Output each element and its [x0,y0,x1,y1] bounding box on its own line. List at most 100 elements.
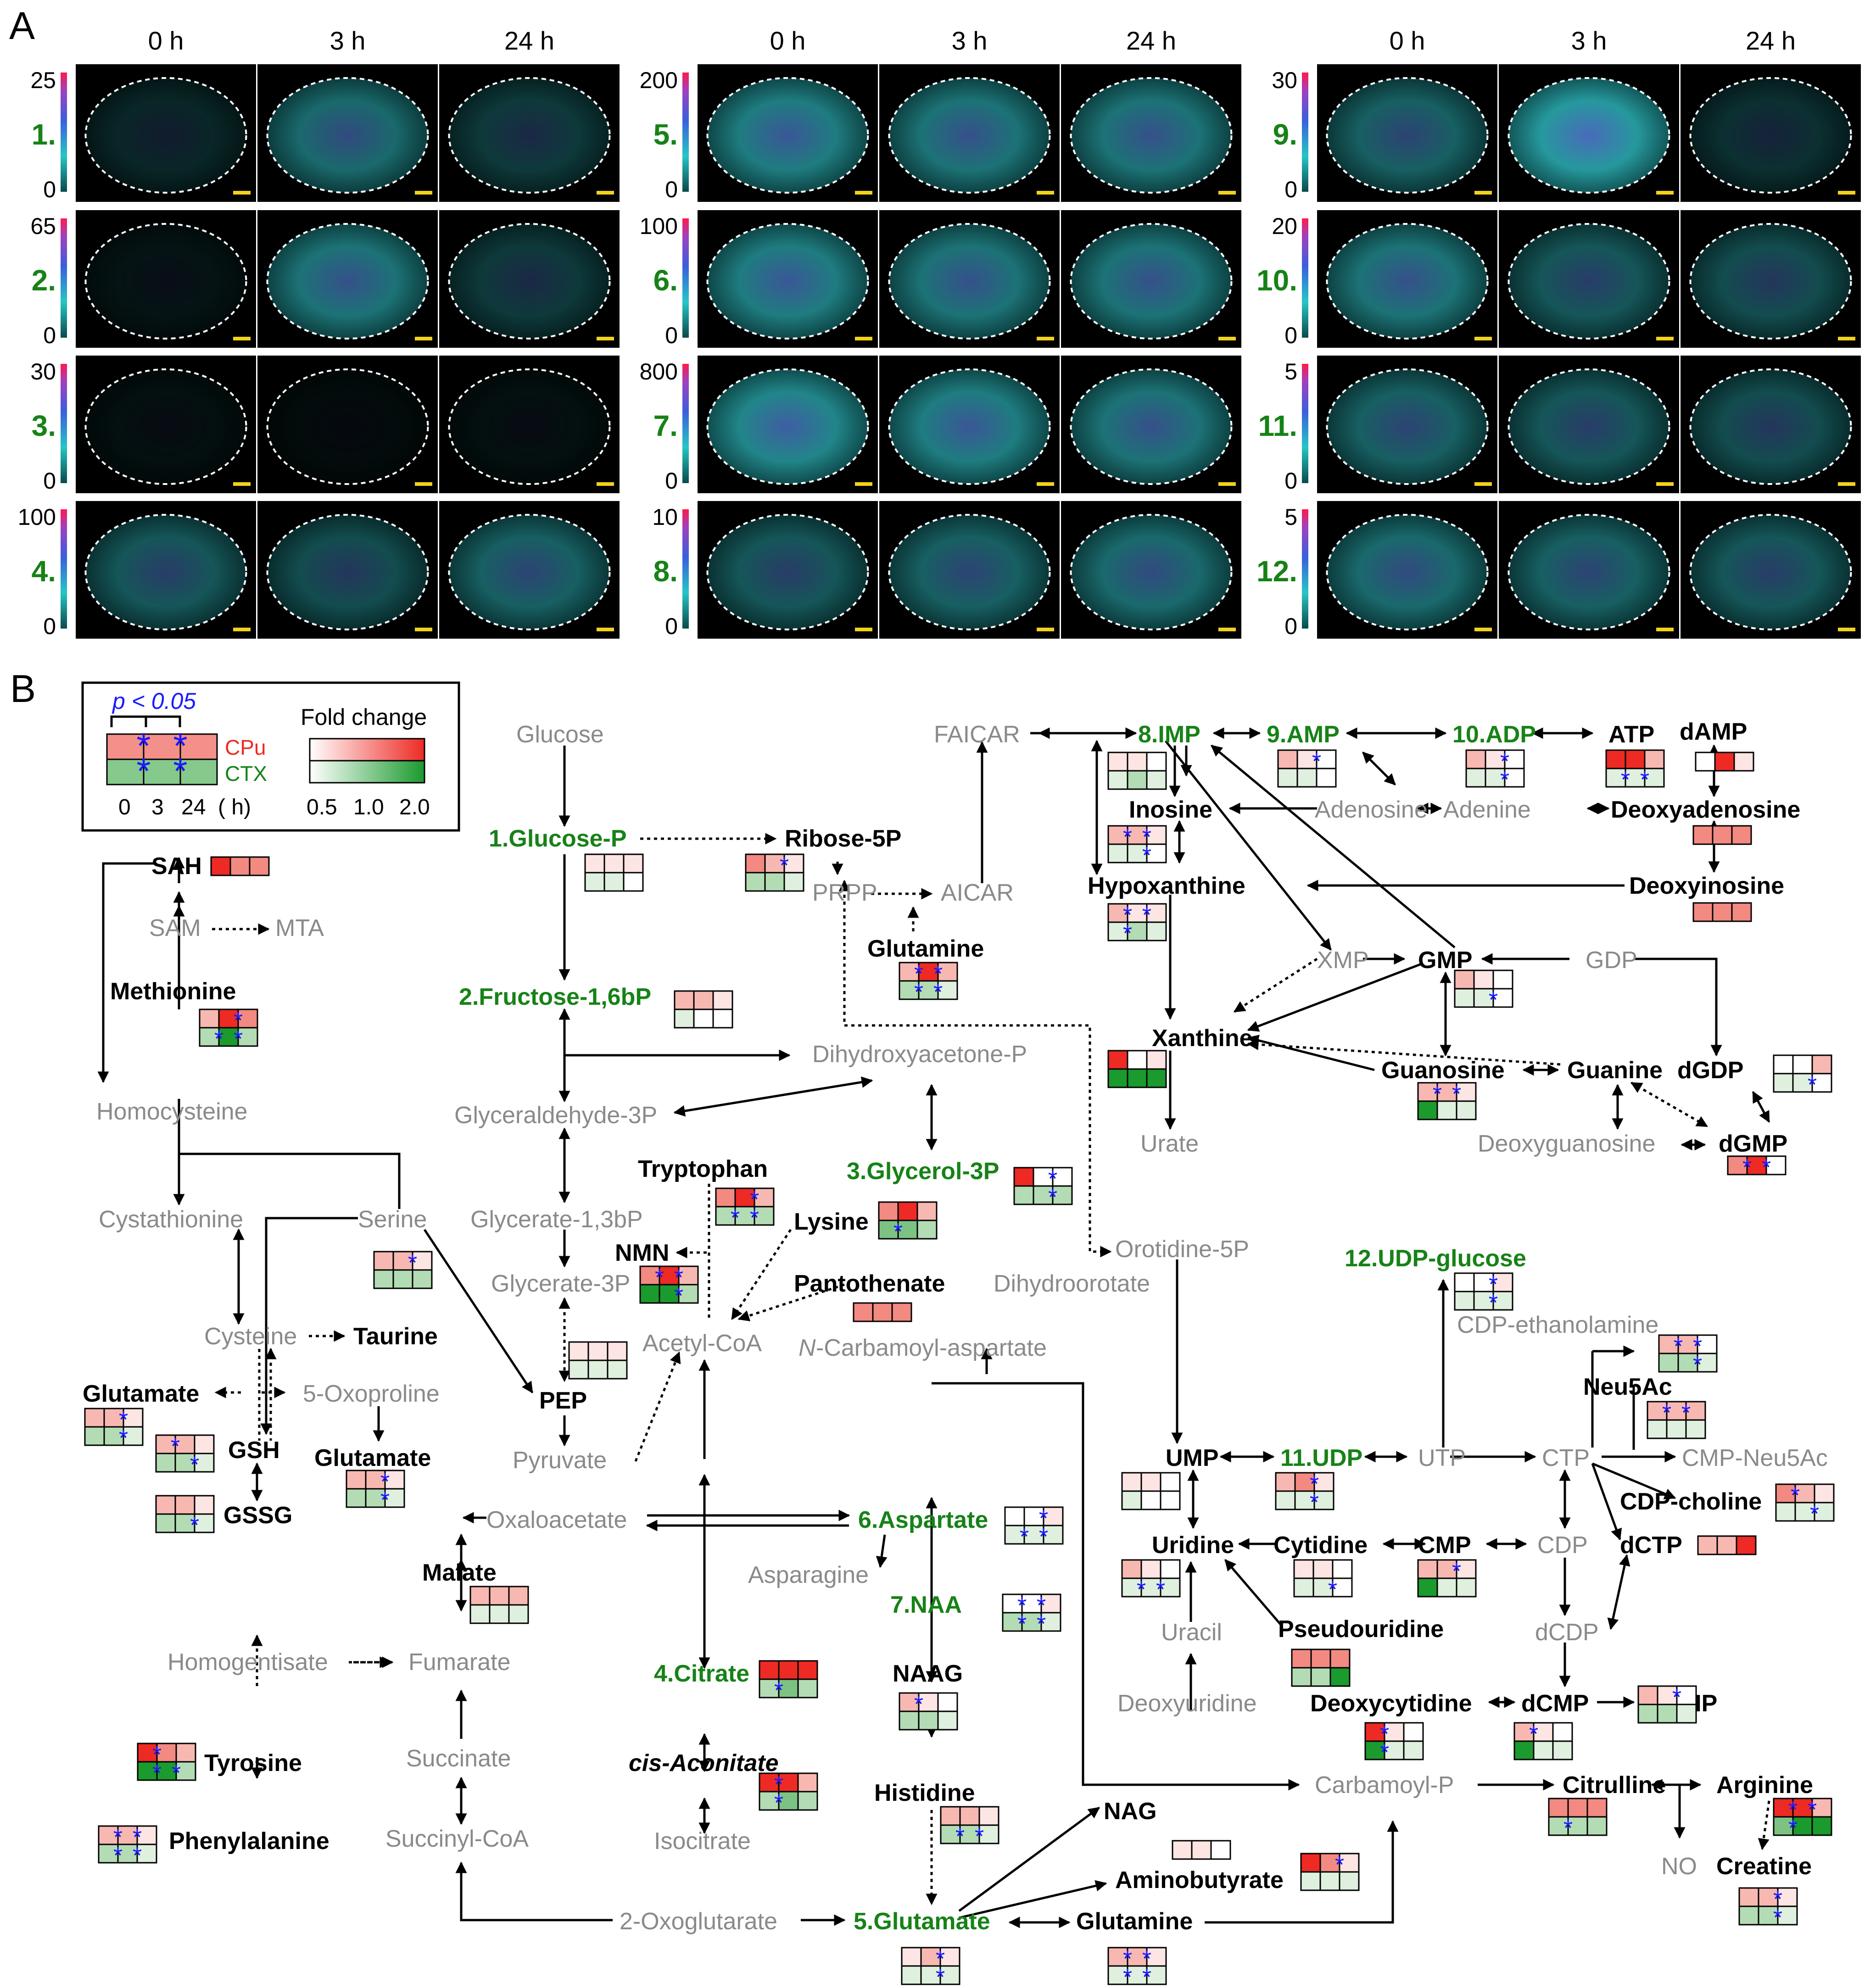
fold-change-boxes: ****************************************… [84,748,1835,1988]
brain-image [1681,210,1861,348]
fold-change-box [568,1341,628,1380]
met-mta: MTA [275,915,324,941]
svg-text:*: * [152,1760,162,1787]
svg-text:*: * [750,1205,759,1231]
fold-change-box: ** [1275,1471,1334,1516]
legend-pvalue: p < 0.05 [112,688,196,714]
svg-text:*: * [731,1205,740,1231]
svg-text:*: * [1452,1081,1461,1108]
svg-text:*: * [113,1824,123,1851]
svg-text:*: * [1452,1558,1461,1585]
fold-change-box: **** [98,1824,157,1869]
brain-image [1317,64,1497,202]
scale-max-label: 100 [18,504,56,530]
color-scale-bar [61,218,67,338]
met-imp: 8.IMP [1138,721,1200,748]
svg-text:*: * [1791,1482,1800,1509]
met-udp: 11.UDP [1280,1445,1362,1471]
met-aicar: AICAR [941,880,1014,906]
svg-text:*: * [1500,767,1509,793]
scale-bar [1218,482,1236,486]
svg-text:*: * [234,1008,243,1034]
fold-change-box: ** [1605,749,1665,793]
svg-text:*: * [1048,1166,1057,1192]
scale-bar [597,337,614,340]
met-cdp: CDP [1537,1532,1588,1559]
svg-text:*: * [674,1264,683,1291]
met-histidine: Histidine [874,1780,975,1806]
svg-text:*: * [173,725,187,766]
scale-bar [855,628,872,631]
met-ribose5p: Ribose-5P [785,825,901,852]
brain-image [879,210,1060,348]
color-scale-bar [61,72,67,192]
fold-change-box: ** [1013,1166,1073,1211]
met-cdpcholine: CDP-choline [1620,1488,1762,1515]
legend-fold-0-5: 0.5 [307,795,337,819]
met-urate: Urate [1140,1130,1199,1157]
brain-image [1317,356,1497,493]
met-phenylalanine: Phenylalanine [169,1828,329,1854]
fold-change-box: ** [1465,748,1525,793]
met-nag: NAG [1104,1798,1157,1825]
scale-bar [1656,482,1674,486]
fold-change-box: *** [1107,824,1167,869]
met-glycerate13: Glycerate-1,3bP [470,1206,643,1233]
time-label: 3 h [330,26,366,55]
met-uracil: Uracil [1161,1619,1222,1646]
met-dcdp: dCDP [1535,1619,1599,1646]
met-malate: Malate [422,1559,497,1586]
svg-text:*: * [1137,1576,1146,1603]
fold-change-box: ** [1647,1400,1706,1439]
fold-change-box: * [745,852,804,892]
svg-text:*: * [1808,1072,1817,1098]
time-label: 3 h [1571,26,1607,55]
svg-text:*: * [1693,1352,1702,1378]
svg-text:*: * [1142,1964,1151,1986]
met-citrate: 4.Citrate [654,1660,749,1687]
met-carbamoylp: Carbamoyl-P [1315,1772,1454,1799]
svg-text:*: * [975,1823,984,1850]
brain-image [1499,64,1679,202]
fold-change-box: **** [899,961,958,1006]
scale-bar [1656,628,1674,631]
svg-text:*: * [1672,1684,1681,1711]
met-homocysteine: Homocysteine [96,1098,247,1125]
met-orotidine: Orotidine-5P [1115,1236,1249,1263]
scale-bar [415,191,432,195]
met-glutamine-top: Glutamine [867,936,984,962]
svg-text:*: * [933,961,943,987]
svg-text:*: * [1310,1489,1319,1516]
scale-bar [597,191,614,195]
svg-text:*: * [774,1790,783,1816]
legend-time-24: 24 [181,795,206,819]
svg-text:*: * [1529,1721,1538,1748]
scale-bar [1474,482,1492,486]
scale-min-label: 0 [43,468,56,494]
fold-change-box [584,853,644,892]
time-label: 0 h [148,26,184,55]
met-cytidine: Cytidine [1273,1532,1368,1559]
scale-bar [1838,191,1855,195]
brain-image [1061,210,1241,348]
scale-bar [597,482,614,486]
met-hypoxanthine: Hypoxanthine [1088,873,1245,899]
svg-text:*: * [113,1843,123,1869]
metabolite-number: 4. [32,555,56,588]
fold-change-box: *** [1107,902,1167,947]
met-cdpethanolamine: CDP-ethanolamine [1457,1312,1658,1338]
fold-change-box: * [373,1250,433,1289]
brain-image [1061,501,1241,639]
fold-change-box: * [1293,1559,1353,1603]
metabolite-number: 6. [653,264,678,297]
met-taurine: Taurine [353,1323,438,1350]
brain-image [257,64,438,202]
met-gssg: GSSG [223,1502,292,1529]
brain-image [76,356,256,493]
svg-text:*: * [1039,1524,1048,1550]
fold-change-box: *** [715,1186,775,1231]
svg-text:*: * [936,1964,945,1986]
met-deoxyguanosine: Deoxyguanosine [1478,1130,1655,1157]
svg-text:*: * [774,1677,783,1704]
